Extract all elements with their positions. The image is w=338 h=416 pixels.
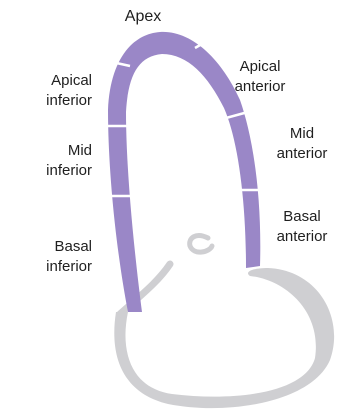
label-mid-anterior: Mid anterior <box>264 124 338 164</box>
label-apical-anterior-line2: anterior <box>222 77 298 97</box>
label-basal-anterior-line2: anterior <box>266 227 338 247</box>
label-apical-anterior-line1: Apical <box>222 57 298 77</box>
valve-curl <box>190 236 212 253</box>
label-apical-inferior: Apical inferior <box>20 71 92 111</box>
label-basal-inferior-line2: inferior <box>20 257 92 277</box>
label-apical-anterior: Apical anterior <box>222 57 298 97</box>
label-apical-inferior-line2: inferior <box>20 91 92 111</box>
label-mid-inferior-line2: inferior <box>20 161 92 181</box>
label-apex: Apex <box>118 7 168 27</box>
label-basal-inferior-line1: Basal <box>20 237 92 257</box>
label-basal-anterior-line1: Basal <box>266 207 338 227</box>
label-mid-inferior: Mid inferior <box>20 141 92 181</box>
label-basal-inferior: Basal inferior <box>20 237 92 277</box>
divider-apex-anterior <box>195 38 212 48</box>
label-apical-inferior-line1: Apical <box>20 71 92 91</box>
label-mid-anterior-line1: Mid <box>264 124 338 144</box>
label-mid-anterior-line2: anterior <box>264 144 338 164</box>
label-basal-anterior: Basal anterior <box>266 207 338 247</box>
label-mid-inferior-line1: Mid <box>20 141 92 161</box>
